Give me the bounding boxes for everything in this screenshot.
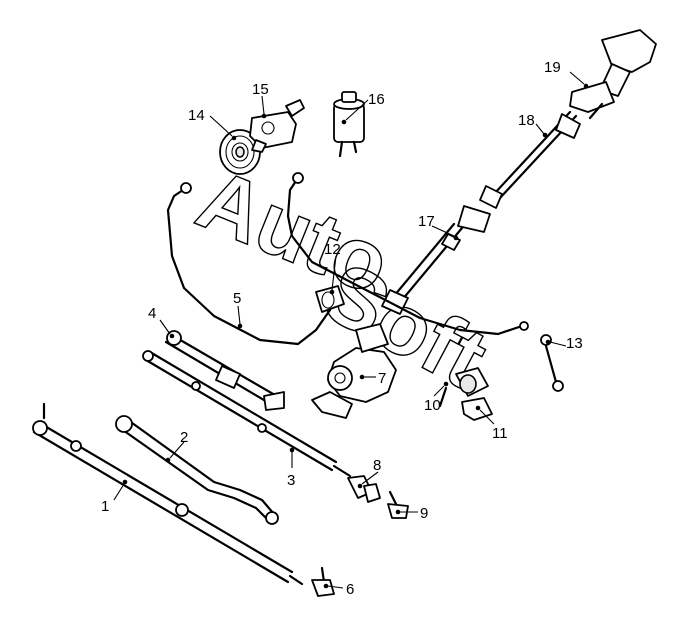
drag-link — [142, 350, 352, 478]
callout-14: 14 — [188, 107, 205, 124]
callout-4: 4 — [148, 305, 156, 322]
callout-labels: 1 2 3 4 5 6 7 8 9 10 11 12 13 14 15 16 1… — [101, 59, 583, 598]
callout-11: 11 — [492, 425, 508, 442]
callout-18: 18 — [518, 112, 535, 129]
callout-19: 19 — [544, 59, 561, 76]
leader-lines — [113, 71, 589, 589]
power-steering-pump — [249, 99, 305, 153]
upper-tie-rod — [164, 330, 285, 411]
adjusting-sleeve — [347, 475, 381, 503]
steering-column-upper — [569, 29, 657, 120]
pump-pulley — [219, 129, 261, 175]
callout-2: 2 — [180, 429, 188, 446]
callout-7: 7 — [378, 370, 386, 387]
callout-13: 13 — [566, 335, 583, 352]
callout-6: 6 — [346, 581, 354, 598]
callout-3: 3 — [287, 472, 295, 489]
callout-1: 1 — [101, 498, 109, 515]
callout-5: 5 — [233, 290, 241, 307]
tie-rod-end-6 — [311, 566, 335, 597]
track-rod — [32, 402, 304, 586]
fluid-reservoir — [333, 91, 365, 158]
callout-8: 8 — [373, 457, 381, 474]
intermediate-shaft — [479, 110, 581, 209]
callout-15: 15 — [252, 81, 269, 98]
stabilizer-bar — [166, 172, 529, 346]
long-tie-rod — [115, 415, 279, 525]
stabilizer-bushing — [315, 285, 345, 313]
callout-10: 10 — [424, 397, 441, 414]
stabilizer-link — [540, 334, 564, 392]
callout-17: 17 — [418, 213, 435, 230]
callout-16: 16 — [368, 91, 385, 108]
callout-12: 12 — [324, 241, 341, 258]
callout-9: 9 — [420, 505, 428, 522]
